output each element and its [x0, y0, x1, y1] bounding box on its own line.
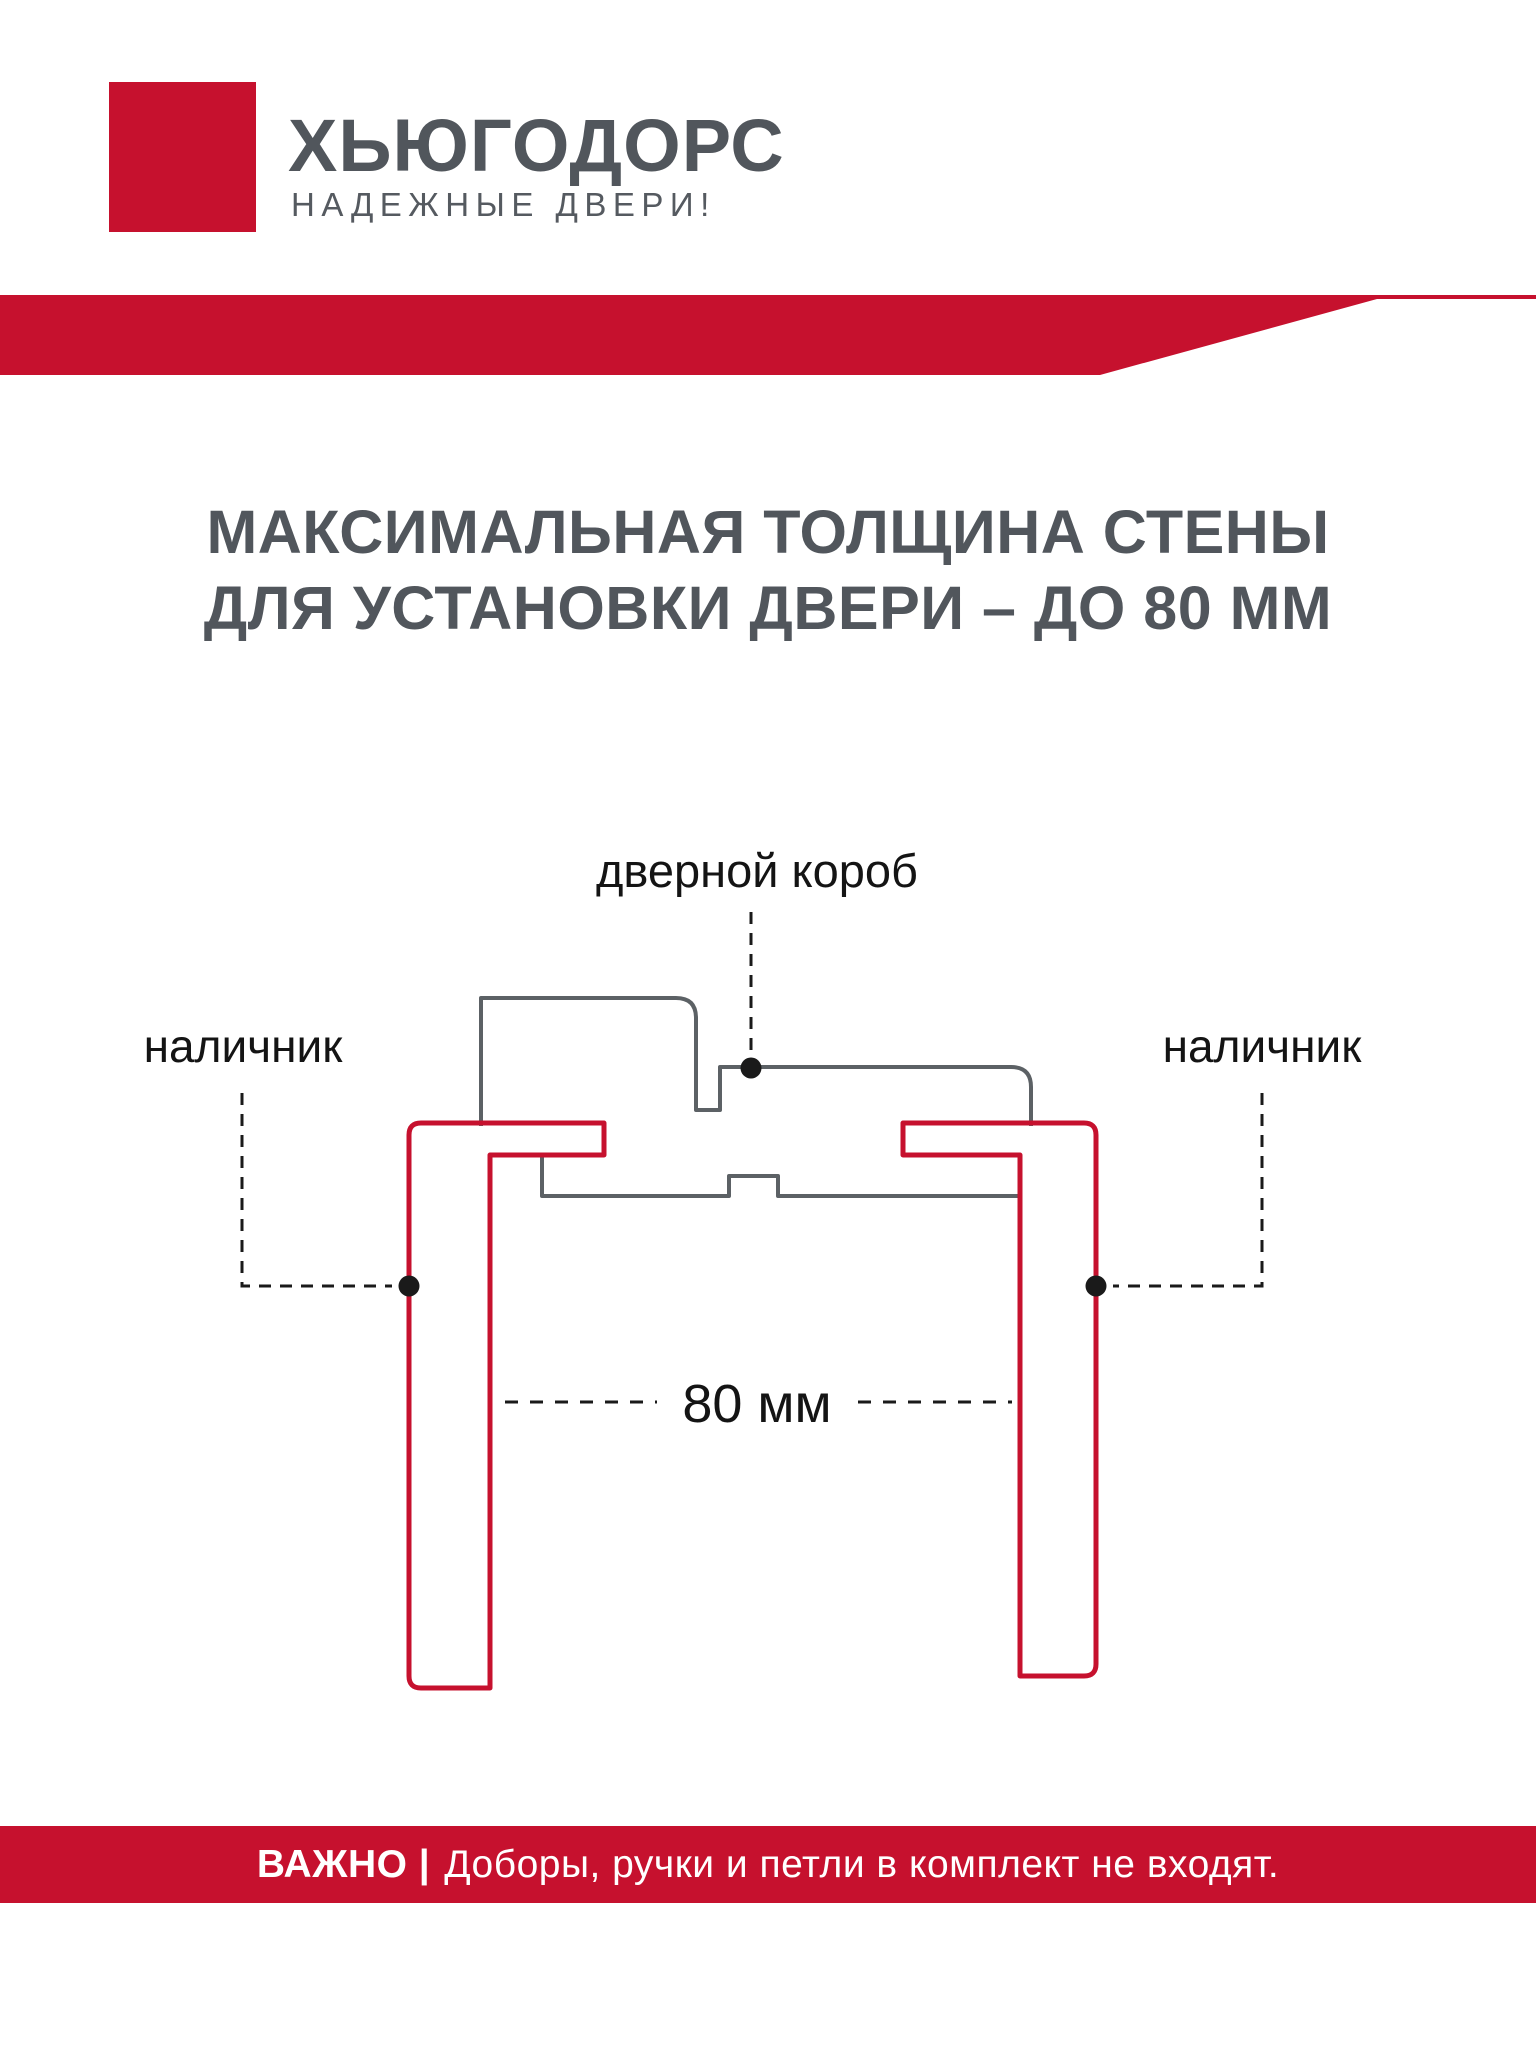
casing-left-profile [406, 1120, 607, 1691]
casing-right-profile [900, 1120, 1099, 1679]
brand-tagline: НАДЕЖНЫЕ ДВЕРИ! [291, 186, 716, 223]
page-title-line1: МАКСИМАЛЬНАЯ ТОЛЩИНА СТЕНЫ [206, 498, 1330, 566]
marker-dot-casing-right [1085, 1275, 1107, 1297]
footer-note-text: Доборы, ручки и петли в комплект не вход… [444, 1842, 1280, 1886]
leader-casing-right [1113, 1093, 1264, 1288]
label-dimension-80mm: 80 мм [682, 1374, 831, 1434]
label-casing-right: наличник [1163, 1020, 1363, 1072]
footer-important-label: ВАЖНО | [256, 1842, 431, 1886]
footer-banner: ВАЖНО | Доборы, ручки и петли в комплект… [0, 1826, 1536, 1903]
leader-casing-left [240, 1093, 392, 1288]
marker-dot-casing-left [398, 1275, 420, 1297]
page-title: МАКСИМАЛЬНАЯ ТОЛЩИНА СТЕНЫ ДЛЯ УСТАНОВКИ… [0, 494, 1536, 646]
page-title-line2: ДЛЯ УСТАНОВКИ ДВЕРИ – ДО 80 ММ [203, 574, 1333, 642]
door-frame-profile-upper [479, 996, 1033, 1126]
label-door-frame: дверной короб [596, 844, 918, 897]
label-casing-left: наличник [144, 1020, 344, 1072]
top-ribbon [0, 295, 1536, 375]
marker-dot-door-frame [740, 1057, 762, 1079]
door-frame-profile-lower [540, 1155, 1022, 1198]
brand-logo-square [109, 82, 256, 232]
brand-name: ХЬЮГОДОРС [288, 104, 785, 187]
